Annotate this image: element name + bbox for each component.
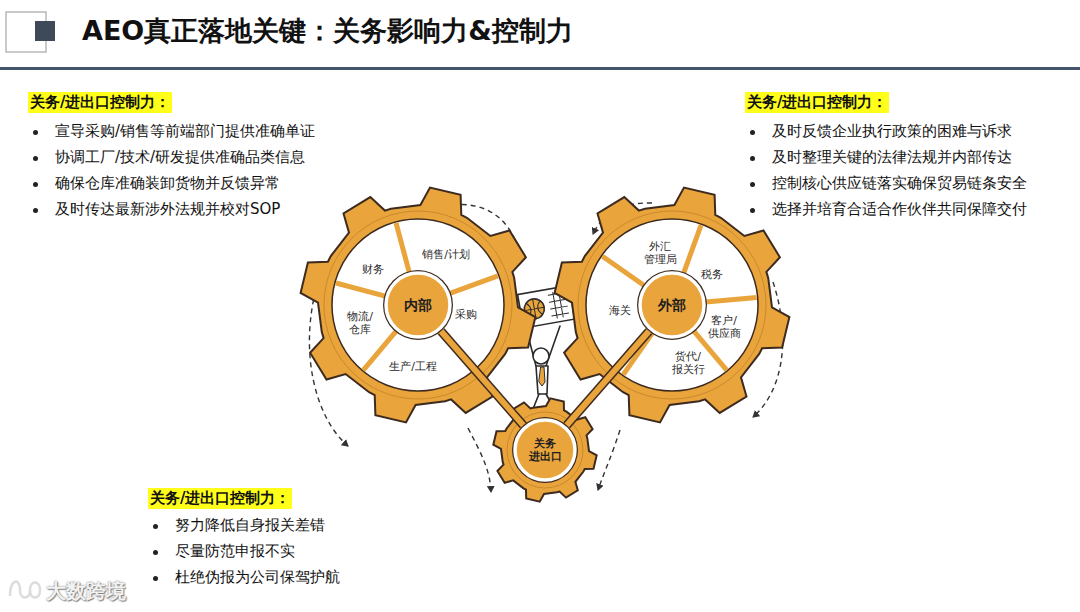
connector-edge-outline — [567, 331, 649, 425]
bullet-text: 及时反馈企业执行政策的困难与诉求 — [772, 122, 1012, 141]
segment-label: 外汇 管理局 — [643, 240, 677, 266]
section-heading: 关务/进出口控制力： — [745, 92, 889, 113]
bullet-text: 确保仓库准确装卸货物并反馈异常 — [55, 174, 280, 193]
bullet-text: 杜绝伪报为公司保驾护航 — [175, 568, 340, 587]
person-illustration — [518, 286, 575, 414]
bullet-dot — [750, 182, 755, 187]
gear-segment: 采购 — [454, 307, 478, 322]
connector-bar — [567, 331, 649, 425]
gear-segment: 财务 — [361, 262, 385, 277]
gear-hole-line — [578, 211, 766, 399]
bullet-text: 尽量防范申报不实 — [175, 542, 295, 561]
segment-divider — [450, 276, 498, 293]
gear-segment: 税务 — [700, 267, 724, 282]
hub-circle — [386, 273, 450, 337]
title-icon-square — [35, 21, 55, 41]
gear-teeth — [555, 188, 790, 423]
bullet-text: 及时传达最新涉外法规并校对SOP — [55, 200, 280, 219]
title-rule — [0, 67, 1080, 70]
gear-hole-line — [324, 211, 512, 399]
segment-label: 海关 — [609, 304, 631, 317]
gear-segment: 客户/ 供应商 — [706, 313, 742, 341]
hub-label: 关务 进出口 — [528, 437, 562, 463]
bullet-text: 控制核心供应链落实确保贸易链条安全 — [772, 174, 1027, 193]
segment-divider — [623, 333, 652, 375]
gear-ring — [332, 219, 504, 391]
bullet-dot — [33, 130, 38, 135]
bullet-dot — [750, 156, 755, 161]
gear-ring — [586, 219, 758, 391]
title-icon-frame — [6, 12, 46, 52]
gear-node: 关务 进出口 — [485, 390, 605, 510]
gear-segment: 外汇 管理局 — [642, 239, 678, 267]
segment-label: 生产/工程 — [389, 360, 437, 373]
bullet-dot — [33, 156, 38, 161]
segment-label: 客户/ 供应商 — [707, 314, 741, 340]
segment-divider — [706, 298, 757, 302]
gear-segment: 物流/ 仓库 — [342, 309, 378, 337]
section-heading: 关务/进出口控制力： — [28, 92, 172, 113]
segment-label: 货代/ 报关行 — [671, 350, 705, 376]
segment-divider — [396, 223, 409, 272]
dashed-arrow — [598, 430, 620, 490]
bullet-dot — [750, 208, 755, 213]
bullet-dot — [153, 550, 158, 555]
hub-outline — [383, 270, 453, 340]
gear-node: 内部 财务 销售/计划采购生产/工程 物流/ 仓库 — [298, 185, 538, 425]
dashed-cycle-arrows — [309, 203, 782, 492]
bullet-text: 宣导采购/销售等前端部门提供准确单证 — [55, 122, 315, 141]
gear-node: 外部 外汇 管理局税务客户/ 供应商货代/ 报关行 海关 — [552, 185, 792, 425]
dashed-arrow — [468, 428, 491, 492]
watermark-logo — [10, 582, 40, 598]
bullet-dot — [750, 130, 755, 135]
dashed-arrow — [593, 203, 652, 234]
hub-circle — [515, 420, 575, 480]
bullet-dot — [33, 182, 38, 187]
segment-label: 税务 — [701, 268, 723, 281]
bullet-text: 及时整理关键的法律法规并内部传达 — [772, 148, 1012, 167]
connector-edge-outline — [441, 331, 523, 425]
page-title: AEO真正落地关键：关务影响力&控制力 — [82, 13, 573, 49]
segment-divider — [440, 331, 473, 370]
bullet-dot — [33, 208, 38, 213]
dashed-arrow — [309, 282, 348, 446]
segment-divider — [336, 283, 385, 296]
gear-teeth — [301, 188, 536, 423]
segment-divider — [602, 256, 644, 285]
segment-label: 销售/计划 — [422, 248, 470, 261]
gear-teeth — [493, 398, 596, 501]
segment-label: 采购 — [455, 308, 477, 321]
segment-divider — [684, 225, 701, 273]
section-heading: 关务/进出口控制力： — [148, 488, 292, 509]
hub-label: 内部 — [404, 297, 432, 314]
dashed-arrow — [433, 205, 515, 240]
bullet-text: 努力降低自身报关差错 — [175, 516, 325, 535]
gear-segment: 销售/计划 — [421, 247, 471, 262]
dashed-arrow — [753, 282, 783, 417]
bullet-dot — [153, 576, 158, 581]
bullet-dot — [153, 524, 158, 529]
hub-outline — [637, 270, 707, 340]
gear-segment: 生产/工程 — [388, 359, 438, 374]
bullet-text: 选择并培育合适合作伙伴共同保障交付 — [772, 200, 1027, 219]
hub-outline — [512, 417, 578, 483]
segment-label: 财务 — [362, 263, 384, 276]
watermark: 大数跨境 — [46, 578, 126, 605]
segment-label: 物流/ 仓库 — [343, 310, 377, 336]
connector-bar — [441, 331, 523, 425]
gear-segment: 货代/ 报关行 — [670, 349, 706, 377]
gear-segment: 海关 — [608, 303, 632, 318]
bullet-text: 协调工厂/技术/研发提供准确品类信息 — [55, 148, 305, 167]
gear-hole-line — [507, 412, 583, 488]
hub-label: 外部 — [658, 297, 686, 314]
hub-circle — [640, 273, 704, 337]
